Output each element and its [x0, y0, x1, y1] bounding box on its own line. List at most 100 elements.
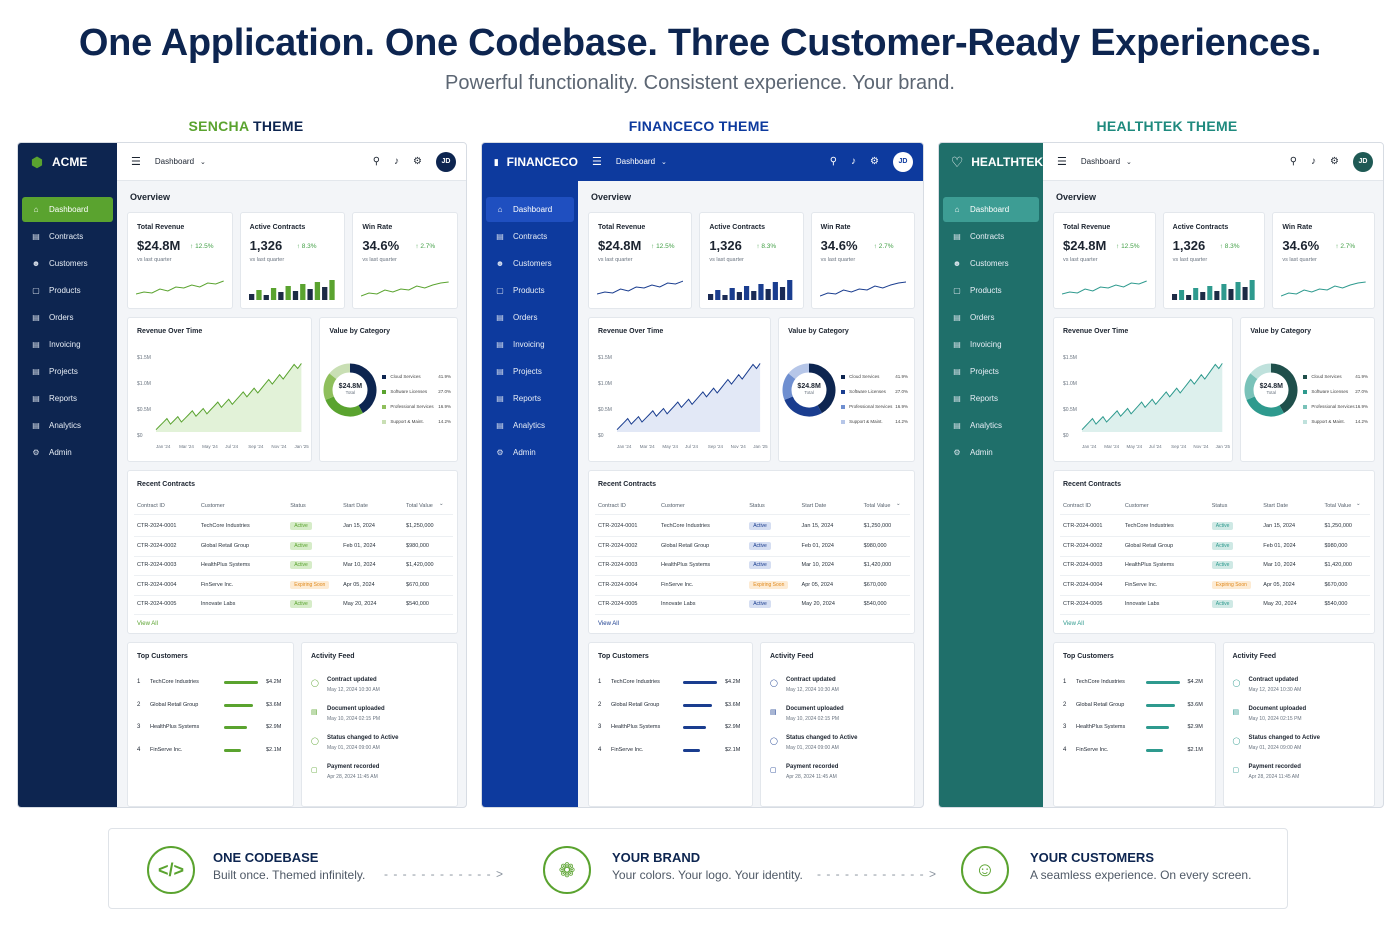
sidebar-item-label: Customers [49, 259, 88, 268]
table-cell: CTR-2024-0004 [137, 581, 177, 588]
table-header[interactable]: Customer [660, 503, 685, 509]
sidebar-item-projects[interactable]: ▤Projects [22, 359, 113, 384]
legend-swatch [841, 374, 846, 379]
table-cell: CTR-2024-0003 [1063, 562, 1103, 568]
table-header[interactable]: Total Value [863, 503, 891, 509]
sidebar-item-dashboard[interactable]: ⌂Dashboard [486, 197, 574, 222]
customer-rank: 4 [137, 746, 141, 753]
dashboard-dropdown[interactable]: Dashboard⌄ [616, 157, 667, 166]
sidebar-item-contracts[interactable]: ▤Contracts [943, 224, 1039, 249]
sidebar-item-label: Orders [513, 313, 538, 322]
bell-icon[interactable]: ♪ [1311, 156, 1317, 167]
table-header[interactable]: Status [290, 503, 306, 509]
table-cell: FinServe Inc. [200, 581, 234, 588]
sidebar-item-customers[interactable]: ☻Customers [486, 251, 574, 276]
gear-icon[interactable]: ⚙ [1330, 156, 1339, 167]
sidebar-item-customers[interactable]: ☻Customers [22, 251, 113, 276]
table-header[interactable]: Status [1211, 503, 1228, 509]
bell-icon[interactable]: ♪ [394, 156, 400, 167]
sidebar-item-customers[interactable]: ☻Customers [943, 251, 1039, 276]
sidebar-item-invoicing[interactable]: ▤Invoicing [943, 332, 1039, 357]
legend-swatch [382, 389, 387, 394]
search-icon[interactable]: ⚲ [829, 156, 838, 167]
donut-center-value: $24.8M [1259, 383, 1283, 390]
sidebar-item-reports[interactable]: ▤Reports [943, 386, 1039, 411]
folder-icon: ▤ [953, 367, 961, 376]
sidebar-item-admin[interactable]: ⚙Admin [22, 440, 113, 465]
sidebar-item-analytics[interactable]: ▤Analytics [943, 413, 1039, 438]
sidebar-item-projects[interactable]: ▤Projects [486, 359, 574, 384]
view-all-link[interactable]: View All [137, 621, 158, 627]
topbar: ☰ Dashboard⌄ ⚲ ♪ ⚙ JD [1043, 143, 1383, 181]
sort-chevron-icon[interactable]: ⌄ [896, 501, 901, 507]
avatar[interactable]: JD [436, 151, 456, 172]
customer-rank: 2 [1063, 701, 1067, 708]
status-badge: Expiring Soon [749, 580, 789, 589]
category-donut-chart [782, 363, 836, 417]
table-header[interactable]: Total Value [1324, 503, 1352, 509]
sidebar-item-products[interactable]: ▢Products [22, 278, 113, 303]
hamburger-menu-icon[interactable]: ☰ [1057, 156, 1067, 168]
sidebar-item-admin[interactable]: ⚙Admin [486, 440, 574, 465]
sidebar-item-orders[interactable]: ▤Orders [22, 305, 113, 330]
table-header[interactable]: Customer [1124, 503, 1149, 509]
kpi-change: ↑ 8.3% [756, 243, 776, 250]
table-header[interactable]: Status [749, 503, 765, 509]
table-cell: CTR-2024-0003 [598, 562, 638, 568]
avatar[interactable]: JD [893, 151, 913, 172]
activity-item-date: Apr 28, 2024 11:45 AM [327, 774, 378, 780]
sidebar-item-orders[interactable]: ▤Orders [486, 305, 574, 330]
sidebar-item-invoicing[interactable]: ▤Invoicing [486, 332, 574, 357]
table-header[interactable]: Contract ID [598, 503, 626, 509]
table-header[interactable]: Start Date [1263, 503, 1289, 509]
dropdown-label: Dashboard [615, 157, 656, 166]
sidebar-item-invoicing[interactable]: ▤Invoicing [22, 332, 113, 357]
table-header[interactable]: Contract ID [137, 503, 165, 509]
sort-chevron-icon[interactable]: ⌄ [1356, 501, 1361, 507]
activity-item-title: Status changed to Active [786, 735, 858, 741]
sidebar-item-dashboard[interactable]: ⌂Dashboard [943, 197, 1039, 222]
sort-chevron-icon[interactable]: ⌄ [439, 501, 444, 507]
sidebar-item-analytics[interactable]: ▤Analytics [486, 413, 574, 438]
sidebar-item-reports[interactable]: ▤Reports [486, 386, 574, 411]
legend-name: Professional Services [390, 404, 434, 409]
table-header[interactable]: Customer [200, 503, 225, 509]
sidebar-item-dashboard[interactable]: ⌂Dashboard [22, 197, 113, 222]
hamburger-menu-icon[interactable]: ☰ [131, 156, 141, 168]
dashboard-dropdown[interactable]: Dashboard⌄ [1081, 157, 1132, 166]
search-icon[interactable]: ⚲ [1289, 156, 1298, 167]
brand-logo[interactable]: ⬢ACME [18, 143, 117, 181]
bell-icon[interactable]: ♪ [851, 156, 857, 167]
sidebar-item-contracts[interactable]: ▤Contracts [22, 224, 113, 249]
gear-icon[interactable]: ⚙ [413, 156, 422, 167]
table-cell: TechCore Industries [1124, 523, 1174, 529]
table-header[interactable]: Start Date [343, 503, 368, 509]
customer-rank: 2 [598, 701, 602, 708]
sidebar-item-admin[interactable]: ⚙Admin [943, 440, 1039, 465]
brand-logo[interactable]: ▮FINANCECO [482, 143, 578, 181]
table-header[interactable]: Start Date [801, 503, 827, 509]
activity-item-date: May 12, 2024 10:30 AM [1248, 687, 1302, 693]
gear-icon[interactable]: ⚙ [870, 156, 879, 167]
x-tick-label: May '24 [662, 444, 679, 449]
hamburger-menu-icon[interactable]: ☰ [592, 156, 602, 168]
brand-logo[interactable]: ♡HEALTHTEK [939, 143, 1043, 181]
table-header[interactable]: Total Value [406, 503, 433, 509]
sidebar-item-contracts[interactable]: ▤Contracts [486, 224, 574, 249]
sidebar-item-projects[interactable]: ▤Projects [943, 359, 1039, 384]
table-header[interactable]: Contract ID [1063, 503, 1091, 509]
view-all-link[interactable]: View All [598, 621, 619, 627]
sidebar-item-orders[interactable]: ▤Orders [943, 305, 1039, 330]
x-tick-label: Jan '25 [294, 444, 309, 449]
legend-swatch [1303, 374, 1308, 379]
row-divider [595, 555, 910, 557]
sidebar-item-products[interactable]: ▢Products [486, 278, 574, 303]
dashboard-dropdown[interactable]: Dashboard⌄ [155, 157, 206, 166]
sidebar-item-reports[interactable]: ▤Reports [22, 386, 113, 411]
view-all-link[interactable]: View All [1063, 621, 1084, 627]
search-icon[interactable]: ⚲ [372, 156, 381, 167]
sidebar-item-analytics[interactable]: ▤Analytics [22, 413, 113, 438]
avatar[interactable]: JD [1353, 151, 1373, 172]
sidebar-item-products[interactable]: ▢Products [943, 278, 1039, 303]
